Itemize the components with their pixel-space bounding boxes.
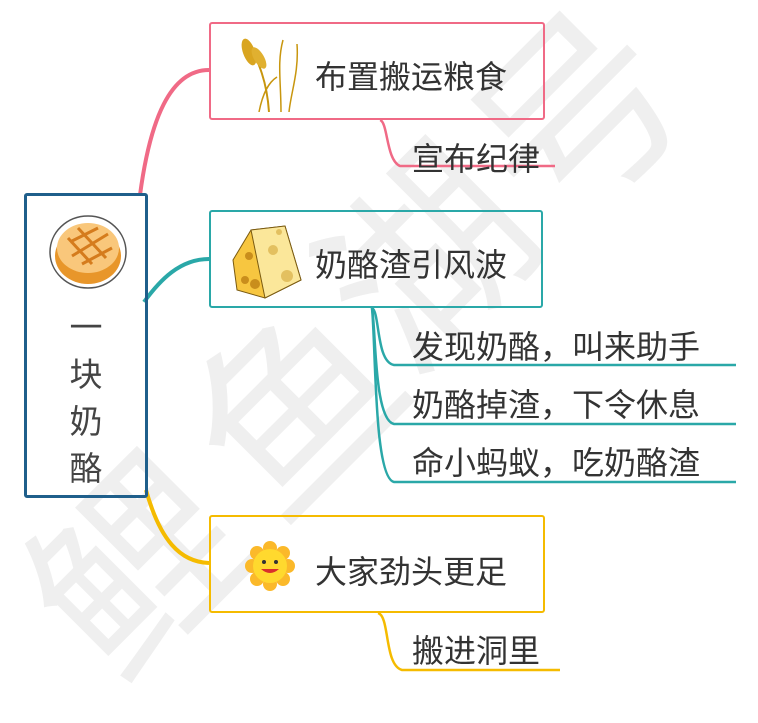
smiling-sun-icon bbox=[245, 541, 295, 591]
leaf-move-into-hole[interactable]: 搬进洞里 bbox=[412, 632, 541, 670]
leaf-cheese-drops[interactable]: 奶酪掉渣，下令休息 bbox=[412, 386, 701, 424]
root-label: 一 块 奶 酪 bbox=[69, 308, 103, 488]
leaf-find-cheese[interactable]: 发现奶酪，叫来助手 bbox=[412, 328, 701, 366]
branch-label: 大家劲头更足 bbox=[315, 553, 508, 591]
branch-node-arrange-grain[interactable]: 布置搬运粮食 bbox=[209, 22, 545, 120]
leaf-eat-crumbs[interactable]: 命小蚂蚁，吃奶酪渣 bbox=[412, 444, 701, 482]
leaf-announce-discipline[interactable]: 宣布纪律 bbox=[412, 140, 541, 178]
wheat-icon bbox=[229, 32, 309, 112]
branch-label: 布置搬运粮食 bbox=[315, 58, 508, 96]
branch-label: 奶酪渣引风波 bbox=[315, 246, 508, 284]
connector-lines bbox=[138, 68, 736, 672]
branch-node-more-energy[interactable]: 大家劲头更足 bbox=[209, 515, 545, 613]
bread-icon bbox=[49, 215, 127, 289]
branch-node-cheese-crumbs[interactable]: 奶酪渣引风波 bbox=[209, 210, 543, 308]
cheese-icon bbox=[229, 220, 309, 300]
root-node[interactable]: 一 块 奶 酪 bbox=[24, 193, 148, 498]
